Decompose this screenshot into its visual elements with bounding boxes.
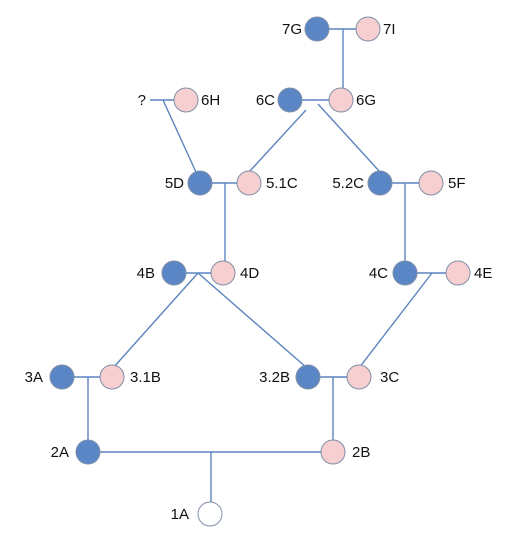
node-3a-label: 3A xyxy=(25,369,43,386)
node-7i-label: 7I xyxy=(383,21,396,38)
node-2a[interactable]: 2A xyxy=(51,439,101,465)
descent-line-6-to-51c xyxy=(248,109,307,173)
node-4d-circle xyxy=(210,260,236,286)
node-7g[interactable]: 7G xyxy=(282,16,330,42)
node-4c[interactable]: 4C xyxy=(369,260,418,286)
node-4c-label: 4C xyxy=(369,265,388,282)
descent-line-q6h-to-5d xyxy=(162,99,202,184)
descent-line-6-to-52c xyxy=(317,103,381,173)
node-3-1b-label: 3.1B xyxy=(130,369,161,386)
node-1a-label: 1A xyxy=(171,506,189,523)
node-4e-circle xyxy=(445,260,471,286)
node-6h-label: 6H xyxy=(201,92,220,109)
node-3-1b-circle xyxy=(99,364,125,390)
node-1a-circle xyxy=(197,501,223,527)
node-6c-label: 6C xyxy=(256,92,275,109)
node-4c-circle xyxy=(392,260,418,286)
descent-line-4-to-32b xyxy=(197,272,308,369)
node-4e-label: 4E xyxy=(474,265,492,282)
node-5-1c-circle xyxy=(236,170,262,196)
node-3-2b-label: 3.2B xyxy=(259,369,290,386)
node-3a[interactable]: 3A xyxy=(25,364,75,390)
node-3c[interactable]: 3C xyxy=(346,364,399,390)
descent-line-4-to-31b xyxy=(112,272,199,369)
node-2b-circle xyxy=(320,439,346,465)
node-4d-label: 4D xyxy=(240,265,259,282)
node-5d-circle xyxy=(187,170,213,196)
node-6g-label: 6G xyxy=(356,92,376,109)
node-7i[interactable]: 7I xyxy=(355,16,396,42)
node-5-2c-label: 5.2C xyxy=(332,175,364,192)
node-5-1c-label: 5.1C xyxy=(266,175,298,192)
node-5f[interactable]: 5F xyxy=(418,170,466,196)
node-6g[interactable]: 6G xyxy=(328,87,376,113)
node-5d-label: 5D xyxy=(165,175,184,192)
node-5f-circle xyxy=(418,170,444,196)
node-7g-circle xyxy=(304,16,330,42)
node-6h-circle xyxy=(173,87,199,113)
node-2a-circle xyxy=(75,439,101,465)
node-1a[interactable]: 1A xyxy=(171,501,223,527)
node-2b-label: 2B xyxy=(352,444,370,461)
node-unknown[interactable]: ? xyxy=(138,92,146,109)
node-5-1c[interactable]: 5.1C xyxy=(236,170,298,196)
node-4b-circle xyxy=(161,260,187,286)
node-6g-circle xyxy=(328,87,354,113)
node-3-1b[interactable]: 3.1B xyxy=(99,364,161,390)
node-5d[interactable]: 5D xyxy=(165,170,213,196)
node-7g-label: 7G xyxy=(282,21,302,38)
node-5f-label: 5F xyxy=(448,175,466,192)
node-6c-circle xyxy=(277,87,303,113)
node-2b[interactable]: 2B xyxy=(320,439,370,465)
node-3a-circle xyxy=(49,364,75,390)
node-4e[interactable]: 4E xyxy=(445,260,492,286)
node-3-2b-circle xyxy=(295,364,321,390)
node-4d[interactable]: 4D xyxy=(210,260,259,286)
node-7i-circle xyxy=(355,16,381,42)
nodes: 7G 7I ? 6H 6C 6G 5D 5.1C xyxy=(25,16,492,527)
node-unknown-label: ? xyxy=(138,92,146,109)
node-6h[interactable]: 6H xyxy=(173,87,220,113)
node-3c-circle xyxy=(346,364,372,390)
node-3-2b[interactable]: 3.2B xyxy=(259,364,321,390)
node-2a-label: 2A xyxy=(51,444,69,461)
node-3c-label: 3C xyxy=(380,369,399,386)
descent-line-4ce-to-3c xyxy=(358,272,433,369)
node-5-2c[interactable]: 5.2C xyxy=(332,170,393,196)
node-5-2c-circle xyxy=(367,170,393,196)
node-4b[interactable]: 4B xyxy=(137,260,187,286)
node-6c[interactable]: 6C xyxy=(256,87,303,113)
node-4b-label: 4B xyxy=(137,265,155,282)
